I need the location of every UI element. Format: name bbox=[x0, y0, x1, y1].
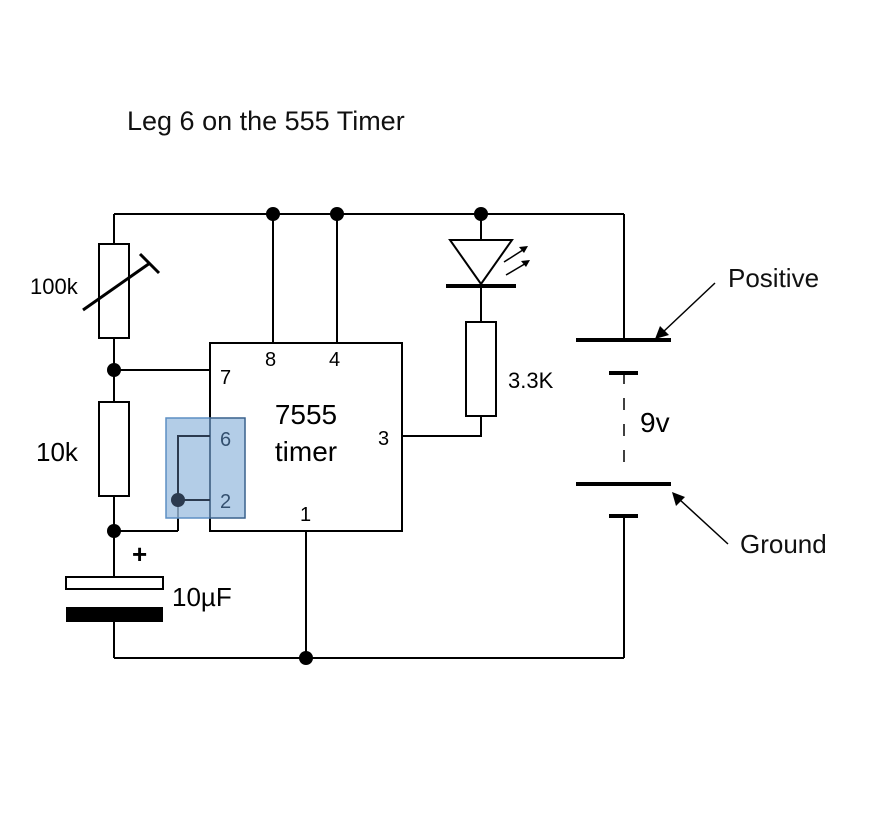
junction-dot bbox=[299, 651, 313, 665]
pin-label-3: 3 bbox=[378, 428, 389, 450]
wire-pin3 bbox=[402, 416, 482, 437]
label-10k: 10k bbox=[36, 437, 79, 467]
junction-dot bbox=[474, 207, 488, 221]
capacitor-10uf bbox=[65, 576, 164, 622]
junction-dot bbox=[107, 524, 121, 538]
junction-dot bbox=[266, 207, 280, 221]
variable-resistor-100k bbox=[82, 243, 161, 339]
led bbox=[446, 239, 530, 288]
label-3-3k: 3.3K bbox=[508, 368, 554, 393]
pin-label-6: 6 bbox=[220, 429, 231, 451]
label-9v: 9v bbox=[640, 407, 670, 438]
pin-label-4: 4 bbox=[329, 349, 340, 371]
ic-name-line2: timer bbox=[275, 436, 337, 467]
pin-label-1: 1 bbox=[300, 504, 311, 526]
positive-arrow bbox=[655, 282, 716, 339]
ic-pin-box bbox=[209, 417, 246, 519]
ground-label: Ground bbox=[740, 529, 827, 559]
label-100k: 100k bbox=[30, 274, 79, 299]
junction-dot bbox=[107, 363, 121, 377]
battery bbox=[576, 338, 671, 518]
jumper-dot bbox=[171, 493, 185, 507]
pin-label-7: 7 bbox=[220, 367, 231, 389]
ground-arrow bbox=[672, 492, 729, 545]
resistor-3-3k bbox=[465, 321, 497, 417]
positive-label: Positive bbox=[728, 263, 820, 293]
capacitor-plus-sign: + bbox=[132, 539, 147, 569]
resistor-10k bbox=[98, 401, 130, 497]
pin-label-8: 8 bbox=[265, 349, 276, 371]
ic-name-line1: 7555 bbox=[275, 399, 337, 430]
label-10uf: 10µF bbox=[172, 582, 232, 612]
jumper-pin6-pin2 bbox=[177, 435, 210, 501]
pin-label-2: 2 bbox=[220, 491, 231, 513]
junctions bbox=[107, 207, 488, 665]
diagram-title: Leg 6 on the 555 Timer bbox=[127, 106, 405, 136]
junction-dot bbox=[330, 207, 344, 221]
